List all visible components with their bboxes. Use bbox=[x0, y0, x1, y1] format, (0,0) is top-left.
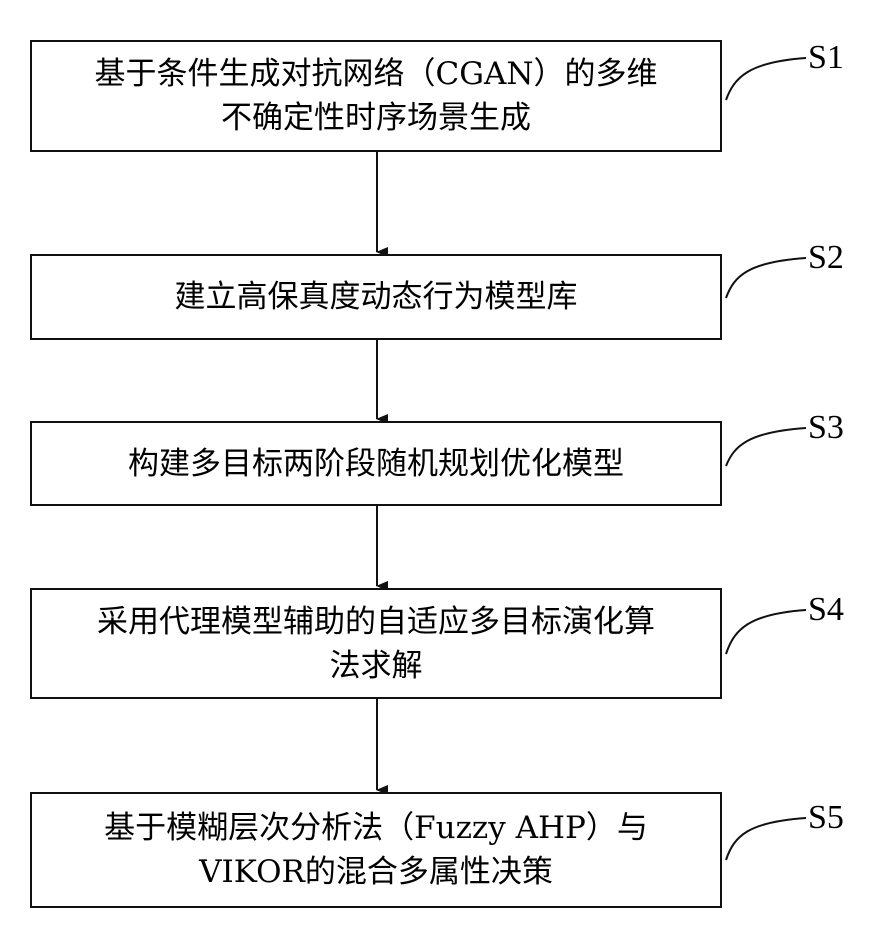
step-box-s2: 建立高保真度动态行为模型库 bbox=[30, 254, 722, 340]
step-label-s5: S5 bbox=[808, 798, 844, 838]
step-label-s2: S2 bbox=[808, 238, 844, 278]
leader-curve-s2 bbox=[726, 258, 806, 298]
step-s5-text-line-2: VIKOR的混合多属性决策 bbox=[199, 850, 553, 894]
step-s4-text-line-2: 法求解 bbox=[330, 644, 423, 688]
step-box-s4: 采用代理模型辅助的自适应多目标演化算 法求解 bbox=[30, 588, 722, 699]
step-label-s3: S3 bbox=[808, 408, 844, 448]
step-s1-text-line-1: 基于条件生成对抗网络（CGAN）的多维 bbox=[95, 52, 658, 96]
step-s3-text-line-1: 构建多目标两阶段随机规划优化模型 bbox=[128, 442, 624, 486]
step-s2-text-line-1: 建立高保真度动态行为模型库 bbox=[175, 275, 578, 319]
leader-curve-s5 bbox=[726, 818, 806, 860]
leader-curve-s4 bbox=[726, 610, 806, 654]
step-label-s1: S1 bbox=[808, 38, 844, 78]
leader-curve-s1 bbox=[726, 58, 806, 100]
step-box-s3: 构建多目标两阶段随机规划优化模型 bbox=[30, 421, 722, 506]
step-box-s1: 基于条件生成对抗网络（CGAN）的多维 不确定性时序场景生成 bbox=[30, 40, 722, 152]
leader-curve-s3 bbox=[726, 428, 806, 466]
step-s5-text-line-1: 基于模糊层次分析法（Fuzzy AHP）与 bbox=[104, 806, 648, 850]
step-s1-text-line-2: 不确定性时序场景生成 bbox=[221, 96, 531, 140]
step-box-s5: 基于模糊层次分析法（Fuzzy AHP）与 VIKOR的混合多属性决策 bbox=[30, 792, 722, 908]
step-s4-text-line-1: 采用代理模型辅助的自适应多目标演化算 bbox=[97, 600, 655, 644]
step-label-s4: S4 bbox=[808, 590, 844, 630]
